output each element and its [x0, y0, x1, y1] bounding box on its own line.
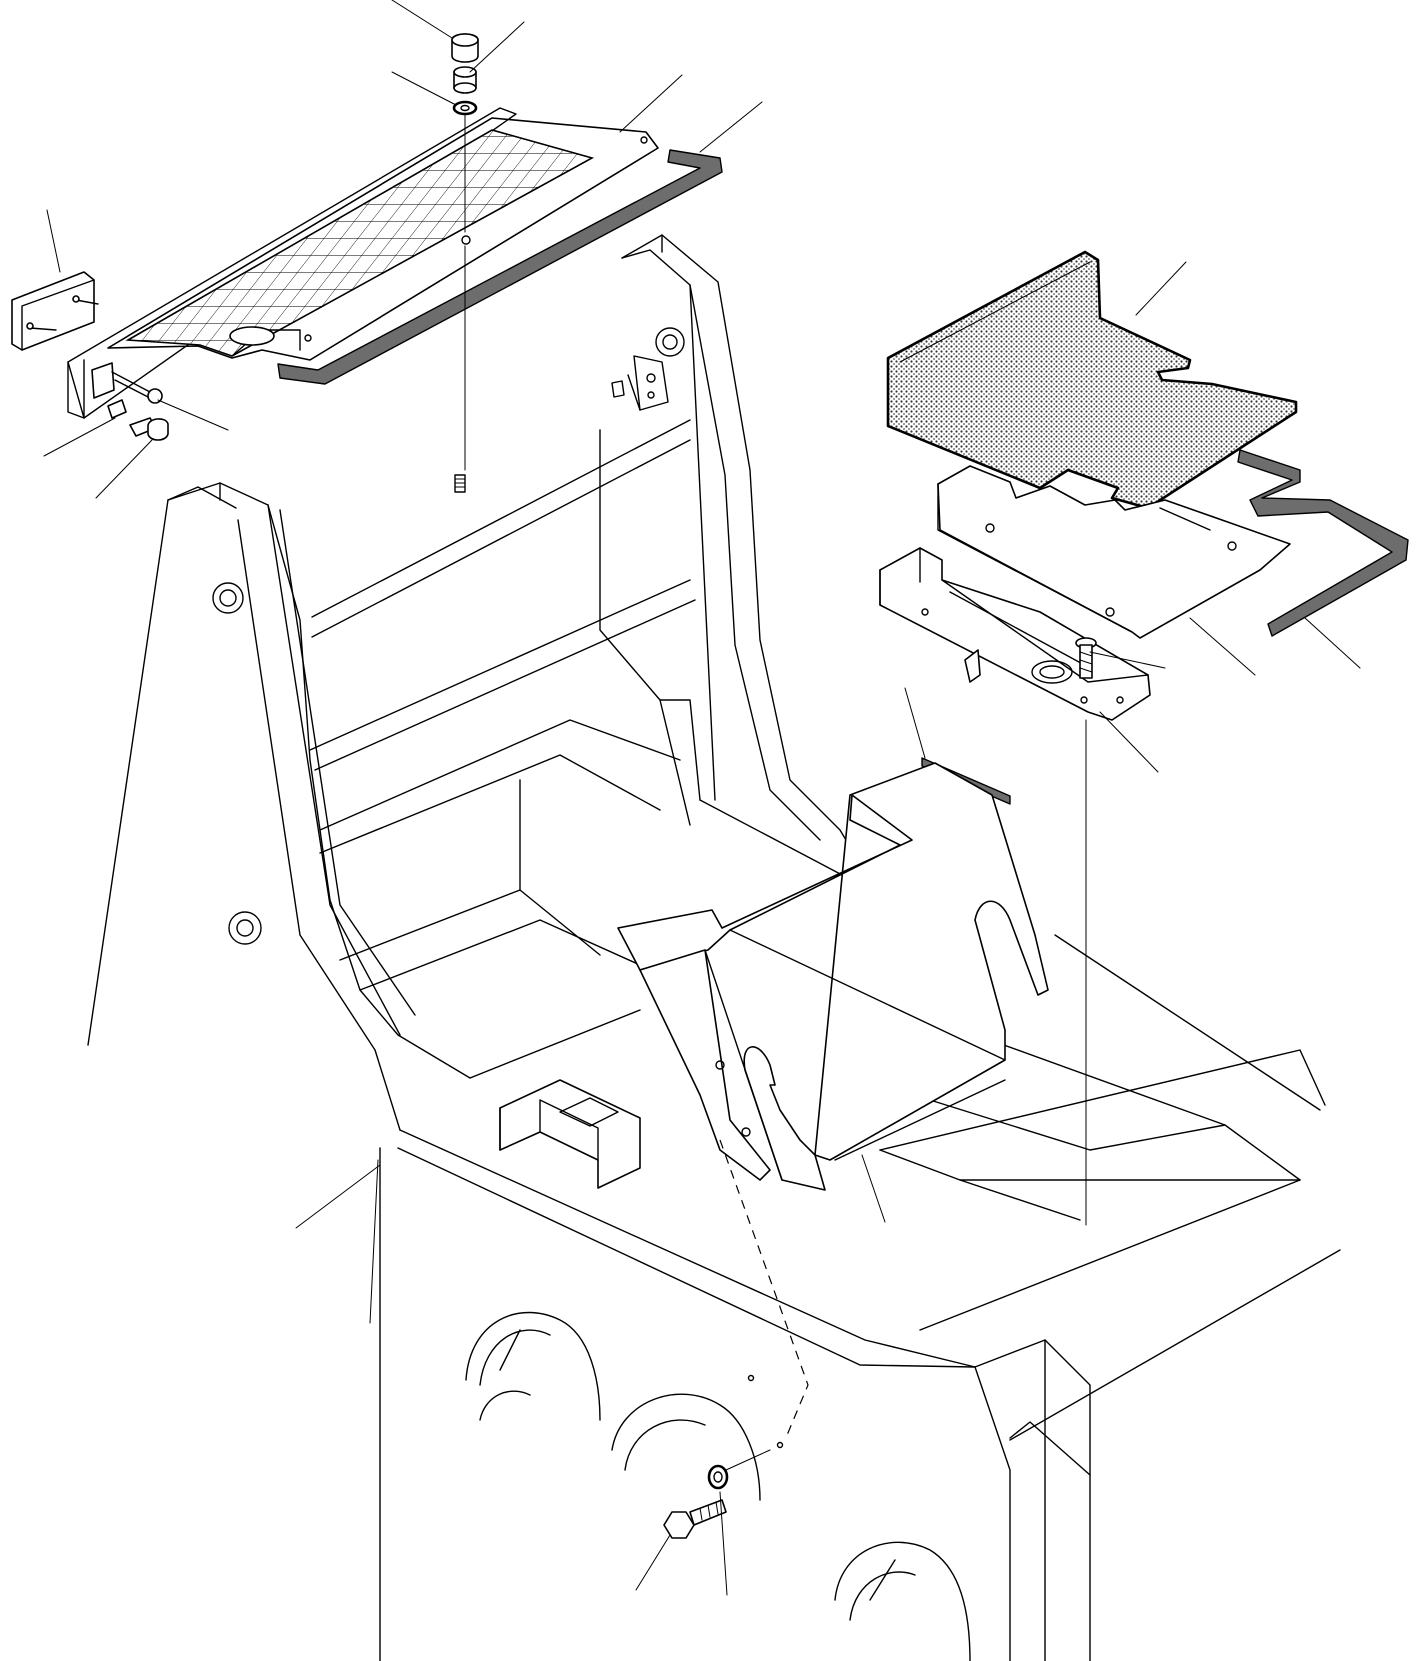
- floor-gasket: [1237, 449, 1409, 637]
- callout-leader: [719, 1491, 728, 1596]
- center-cover-panel: [617, 762, 1049, 1191]
- callout-leader: [1135, 261, 1187, 316]
- callout-leader: [699, 101, 763, 153]
- bracket-bolt: [1075, 637, 1097, 1226]
- assembly-path: [719, 1139, 809, 1441]
- grille-cover: [67, 107, 659, 419]
- callout-leader: [391, 71, 457, 106]
- cap-stack: [451, 33, 479, 471]
- callout-leader: [619, 74, 683, 133]
- machine-frame: [87, 234, 1341, 1661]
- floor-mat: [886, 250, 1298, 510]
- callout-leader: [1189, 617, 1256, 676]
- callout-leaders: [43, 0, 1361, 1596]
- callout-leader: [861, 1154, 886, 1223]
- lower-bolt: [663, 1449, 771, 1539]
- callout-leader: [43, 417, 116, 457]
- callout-leader: [369, 1159, 379, 1324]
- callout-leader: [157, 399, 229, 431]
- callout-leader: [95, 439, 153, 499]
- callout-leader: [904, 687, 926, 759]
- callout-leader: [391, 0, 453, 39]
- floor-plate: [937, 465, 1291, 639]
- side-pad-and-bolts: [11, 271, 169, 441]
- callout-leader: [295, 1164, 381, 1229]
- floor-mat-fold: [899, 261, 1091, 363]
- callout-leader: [46, 209, 61, 273]
- cover-gasket: [277, 149, 723, 385]
- callout-leader: [1304, 617, 1361, 669]
- callout-leader: [1099, 711, 1159, 773]
- callout-leader: [1089, 651, 1166, 669]
- callout-leader: [469, 21, 525, 73]
- callout-leader: [635, 1534, 671, 1591]
